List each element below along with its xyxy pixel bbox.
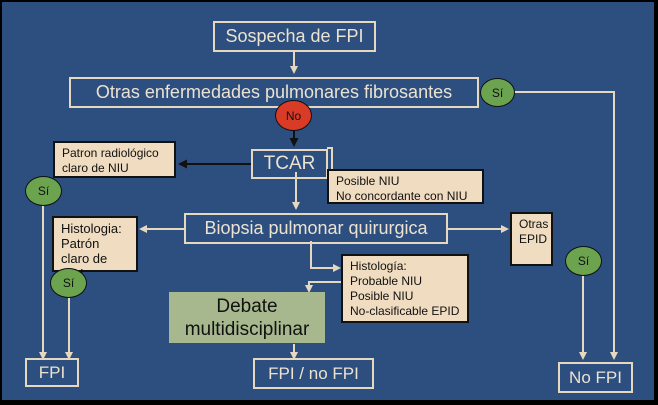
node-result-ipf: FPI bbox=[25, 358, 79, 387]
link-tcar-to-possible bbox=[327, 147, 333, 172]
node-suspicion: Sospecha de FPI bbox=[213, 21, 376, 52]
decision-no-top: No bbox=[275, 100, 312, 131]
decision-yes-top: Sí bbox=[480, 78, 515, 107]
node-tcar: TCAR bbox=[251, 149, 328, 179]
node-histology-clear: Histologia: Patrón claro de NIU bbox=[52, 216, 138, 281]
node-debate: Debate multidisciplinar bbox=[169, 292, 325, 343]
node-other-fibrosing: Otras enfermedades pulmonares fibrosante… bbox=[69, 77, 479, 108]
decision-yes-radiologic: Sí bbox=[25, 176, 62, 206]
node-result-ipf-or-not: FPI / no FPI bbox=[253, 358, 374, 389]
node-radiologic-uip: Patron radiológico claro de NIU bbox=[53, 141, 176, 178]
node-possible-uip: Posible NIU No concordante con NIU bbox=[327, 169, 484, 204]
node-result-no-ipf: No FPI bbox=[558, 362, 633, 393]
node-other-ild: Otras EPID bbox=[510, 212, 553, 266]
decision-yes-histology: Sí bbox=[50, 268, 87, 298]
link-biopsy-to-histology-probable bbox=[310, 241, 341, 272]
link-histology-to-debate bbox=[305, 281, 343, 293]
link-yes-to-no-ipf bbox=[513, 91, 618, 360]
node-histology-probable: Histología: Probable NIU Posible NIU No-… bbox=[341, 254, 469, 323]
decision-yes-other-ild: Sí bbox=[565, 246, 602, 276]
node-biopsy: Biopsia pulmonar quirurgica bbox=[184, 213, 448, 244]
